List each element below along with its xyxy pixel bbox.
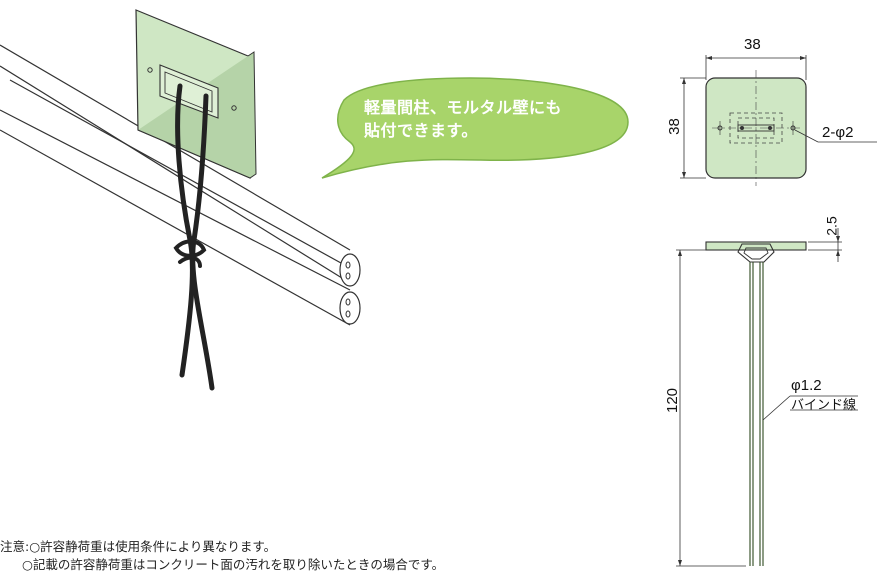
bubble-line-1: 軽量間柱、モルタル壁にも — [364, 98, 563, 117]
plate-side-view — [676, 228, 842, 567]
bubble-line-2: 貼付できます。 — [364, 121, 478, 140]
binding-wire-side — [749, 262, 764, 566]
caution-line-1: 注意:○許容静荷重は使用条件により異なります。 — [0, 539, 277, 554]
cable-illustration — [0, 44, 361, 326]
hole-label: 2-φ2 — [822, 124, 854, 141]
height-label: 38 — [665, 118, 683, 135]
cable-lower — [0, 109, 351, 326]
speech-bubble — [321, 77, 629, 179]
bubble-message: 軽量間柱、モルタル壁にも 貼付できます。 — [364, 96, 614, 142]
cable-end-upper — [339, 253, 361, 287]
wire-length-label: 120 — [664, 387, 682, 414]
width-label: 38 — [744, 36, 761, 53]
caution-note: 注意:○許容静荷重は使用条件により異なります。 ○記載の許容静荷重はコンクリート… — [0, 538, 444, 574]
binding-wire-3d — [173, 83, 215, 391]
hole-leader-line — [794, 129, 819, 143]
plate-top-view — [680, 55, 877, 186]
wire-leader-line — [762, 395, 791, 421]
plate-thickness-label: 2.5 — [823, 216, 840, 236]
cable-end-lower — [339, 291, 361, 325]
caution-line-2: ○記載の許容静荷重はコンクリート面の汚れを取り除いたときの場合です。 — [22, 557, 445, 572]
wire-diameter-label: φ1.2 — [791, 377, 822, 394]
wire-name-label: バインド線 — [791, 397, 857, 412]
mounting-plate-3d — [135, 9, 257, 179]
